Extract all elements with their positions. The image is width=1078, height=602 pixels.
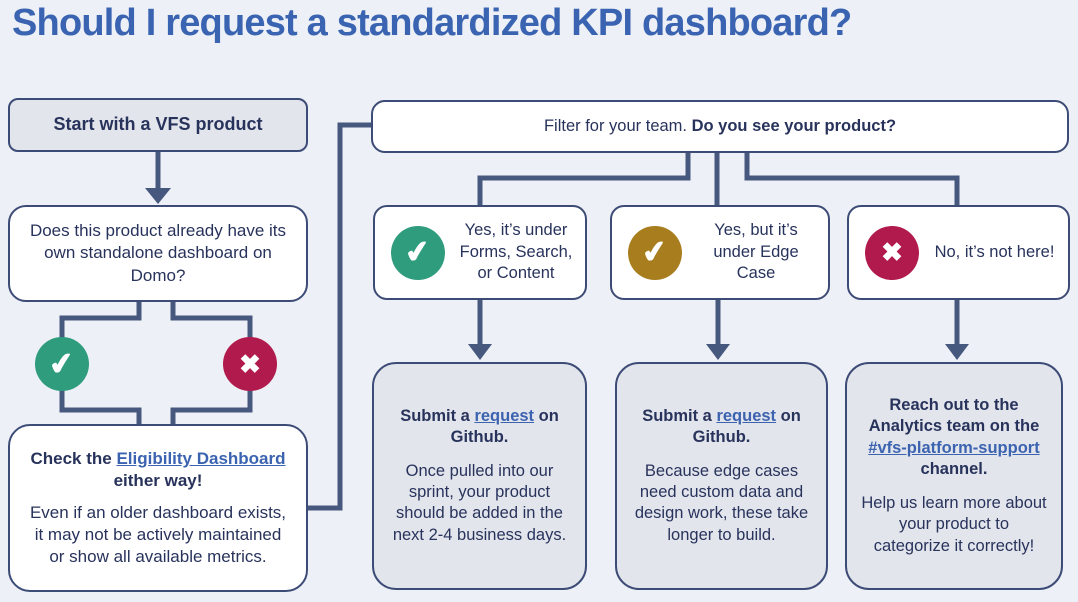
github-request-link[interactable]: request — [716, 406, 777, 425]
branch-2-check-circle: ✔ — [628, 225, 682, 280]
yes-circle: ✔ — [35, 337, 89, 391]
result-1-body: Once pulled into our sprint, your produc… — [392, 461, 567, 544]
branch-3-x-circle: ✖ — [865, 225, 919, 280]
filter-box: Filter for your team. Do you see your pr… — [371, 100, 1069, 153]
result-3-body: Help us learn more about your product to… — [861, 493, 1047, 555]
branch-yes-edge-case-box: ✔ Yes, but it’s under Edge Case — [610, 205, 830, 300]
result-3-title-prefix: Reach out to the Analytics team on the — [868, 395, 1040, 436]
check-box-title-suffix: either way! — [113, 470, 203, 490]
no-circle: ✖ — [223, 337, 277, 391]
arrowhead-branch-3 — [945, 344, 969, 360]
branch-yes-forms-box: ✔ Yes, it’s under Forms, Search, or Cont… — [373, 205, 587, 300]
filter-box-label-bold: Do you see your product? — [691, 116, 897, 135]
question-box: Does this product already have its own s… — [8, 205, 308, 302]
branch-1-check-circle: ✔ — [391, 225, 445, 280]
arrowhead-start-to-question — [145, 188, 171, 204]
result-box-edge-case: Submit a request on Github. Because edge… — [615, 362, 828, 590]
branch-2-label: Yes, but it’s under Edge Case — [713, 221, 799, 283]
branch-1-label: Yes, it’s under Forms, Search, or Conten… — [459, 221, 573, 283]
page-title: Should I request a standardized KPI dash… — [12, 2, 852, 44]
check-eligibility-box: Check the Eligibility Dashboard either w… — [8, 424, 308, 592]
start-box: Start with a VFS product — [8, 98, 308, 152]
start-box-label: Start with a VFS product — [53, 114, 263, 135]
x-icon: ✖ — [881, 236, 903, 267]
connector-check-to-filter — [306, 122, 373, 511]
filter-box-label-normal: Filter for your team. — [543, 116, 692, 135]
connector-filter-to-branch-1 — [477, 150, 691, 208]
result-box-forms: Submit a request on Github. Once pulled … — [372, 362, 587, 590]
check-box-body: Even if an older dashboard exists, it ma… — [29, 502, 287, 567]
result-2-title-prefix: Submit a — [642, 406, 717, 425]
result-1-title-prefix: Submit a — [400, 406, 475, 425]
check-box-title-prefix: Check the — [30, 448, 117, 468]
question-box-label: Does this product already have its own s… — [29, 221, 287, 285]
filter-box-label: Filter for your team. Do you see your pr… — [544, 116, 896, 137]
connector-filter-to-branch-3 — [744, 150, 960, 208]
check-icon: ✔ — [47, 345, 77, 383]
check-box-title: Check the Eligibility Dashboard either w… — [26, 448, 290, 492]
check-icon: ✔ — [403, 234, 433, 271]
eligibility-dashboard-link[interactable]: Eligibility Dashboard — [116, 448, 286, 468]
result-1-title-suffix: on Github. — [450, 406, 559, 447]
github-request-link[interactable]: request — [474, 406, 535, 425]
result-3-title: Reach out to the Analytics team on the #… — [861, 395, 1047, 481]
result-2-body: Because edge cases need custom data and … — [634, 461, 809, 544]
check-icon: ✔ — [640, 234, 670, 271]
arrowhead-branch-1 — [468, 344, 492, 360]
result-box-not-here: Reach out to the Analytics team on the #… — [845, 362, 1063, 590]
result-2-title: Submit a request on Github. — [631, 406, 812, 449]
branch-no-box: ✖ No, it’s not here! — [847, 205, 1070, 300]
result-1-title: Submit a request on Github. — [388, 406, 571, 449]
result-3-title-suffix: channel. — [920, 460, 988, 479]
x-icon: ✖ — [239, 348, 261, 379]
slack-channel-link[interactable]: #vfs-platform-support — [868, 438, 1040, 457]
result-2-title-suffix: on Github. — [692, 406, 801, 447]
arrowhead-branch-2 — [706, 344, 730, 360]
branch-3-label: No, it’s not here! — [934, 242, 1055, 261]
